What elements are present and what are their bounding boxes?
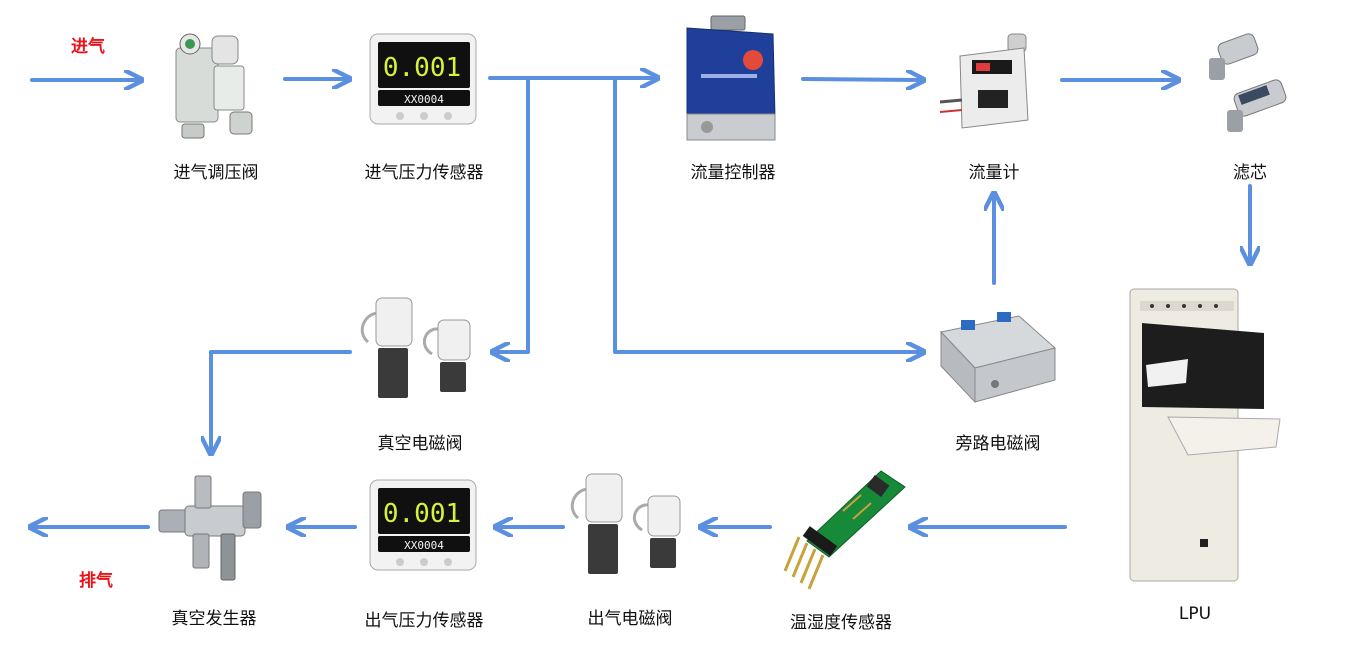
vacuum-generator-label: 真空发生器 [171, 609, 257, 629]
pressure-display-icon: 0.001 XX0004 [368, 476, 480, 576]
vacuum-generator-icon [155, 470, 267, 588]
outlet-pressure-sensor-label: 出气压力传感器 [364, 611, 484, 631]
inlet-pressure-sensor-label: 进气压力传感器 [364, 163, 484, 183]
inlet-regulator-label: 进气调压阀 [173, 163, 259, 183]
filter-label: 滤芯 [1233, 163, 1267, 183]
arrow-branch-vacuum-valve [494, 76, 530, 352]
outlet-valve-label: 出气电磁阀 [587, 609, 673, 629]
display-main-reading: 0.001 [383, 53, 461, 83]
lpu-instrument-icon [1128, 287, 1288, 587]
flow-meter-icon [938, 30, 1048, 142]
lpu-label: LPU [1178, 604, 1212, 624]
display-sub-reading: XX0004 [404, 93, 444, 106]
solenoid-valve-pair-icon [358, 290, 484, 408]
humidity-sensor-label: 温湿度传感器 [790, 613, 892, 633]
arrow-controller-to-flowmeter [801, 79, 922, 80]
filter-icon [1205, 28, 1299, 140]
exhaust-label: 排气 [79, 571, 113, 591]
bypass-valve-manifold-icon [935, 302, 1059, 410]
display-sub-reading: XX0004 [404, 539, 444, 552]
arrow-vacuum-valve-to-generator [211, 350, 352, 452]
inlet-label: 进气 [71, 37, 105, 57]
display-main-reading: 0.001 [383, 499, 461, 529]
flow-controller-label: 流量控制器 [690, 163, 776, 183]
humidity-sensor-board-icon [773, 467, 913, 597]
arrow-branch-bypass-valve [613, 76, 922, 352]
regulator-icon [168, 30, 260, 142]
solenoid-valve-pair-icon [568, 466, 694, 584]
flow-controller-icon [683, 14, 787, 144]
vacuum-valve-label: 真空电磁阀 [377, 434, 463, 454]
bypass-valve-label: 旁路电磁阀 [955, 434, 1041, 454]
flow-meter-label: 流量计 [968, 163, 1020, 183]
pressure-display-icon: 0.001 XX0004 [368, 30, 480, 130]
